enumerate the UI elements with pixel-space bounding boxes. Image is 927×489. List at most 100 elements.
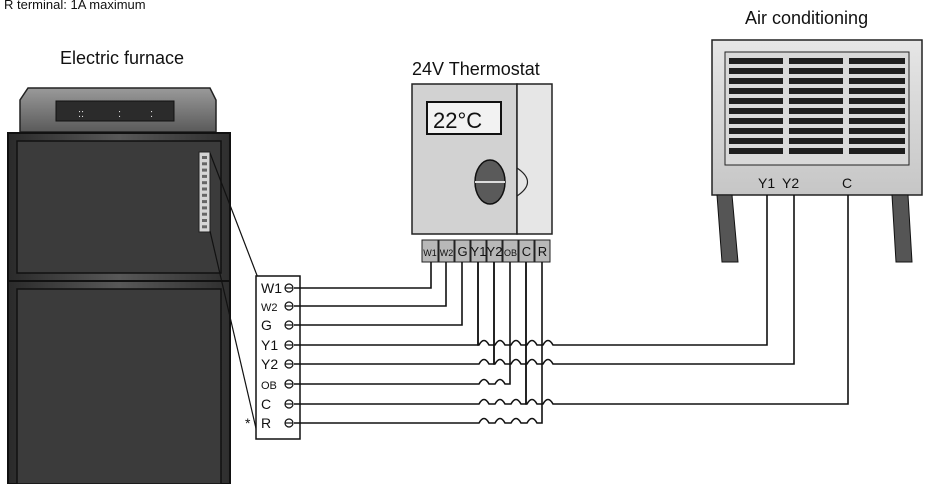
furnace-block-dot <box>202 162 207 166</box>
ac-grille-louver <box>789 88 843 94</box>
ac-grille-louver <box>729 108 783 114</box>
ac-grille-louver <box>729 88 783 94</box>
board-terminal-label: G <box>261 317 272 333</box>
ac-terminal-y2: Y2 <box>782 175 799 191</box>
thermostat-terminal-label: W1 <box>423 248 437 258</box>
furnace-block-dot <box>202 187 207 191</box>
ac-grille-louver <box>849 88 905 94</box>
wire-board-to-thermostat <box>294 262 495 365</box>
ac-grille-louver <box>729 98 783 104</box>
wire-board-to-thermostat <box>294 262 447 307</box>
thermostat-display <box>426 101 502 135</box>
ac-grille-louver <box>789 118 843 124</box>
thermostat-up-down-button[interactable] <box>474 159 506 205</box>
ac-grille-louver <box>729 138 783 144</box>
board-terminal-label: C <box>261 396 271 412</box>
furnace-vent-2: : <box>118 108 121 120</box>
wire-board-to-thermostat <box>294 262 432 289</box>
furnace-block-dot <box>202 200 207 204</box>
ac-grille-louver <box>849 118 905 124</box>
wire-thermostat-c-to-ac <box>525 195 849 405</box>
ac-grille-louver <box>789 68 843 74</box>
leader-line-bottom <box>209 230 259 438</box>
ac-grille-louver <box>729 58 783 64</box>
ac-grille-louver <box>789 148 843 154</box>
thermostat-display-value: 22°C <box>433 108 482 133</box>
ac-terminal-c: C <box>842 175 852 191</box>
thermostat-terminal-label: G <box>457 244 467 259</box>
thermostat-title: 24V Thermostat <box>412 59 540 79</box>
furnace-block-dot <box>202 168 207 172</box>
wire-thermostat-y2-to-ac <box>493 195 795 365</box>
board-terminal-label: W1 <box>261 280 282 296</box>
wire-thermostat-y1-to-ac <box>477 195 768 346</box>
furnace-vent-strip <box>55 100 175 122</box>
board-terminal-label: OB <box>261 380 277 392</box>
board-terminal-label: Y2 <box>261 356 278 372</box>
furnace-panel-upper <box>16 140 222 274</box>
thermostat-side <box>516 83 553 235</box>
furnace-vent-1: :: <box>78 108 84 120</box>
ac-terminal-y1: Y1 <box>758 175 775 191</box>
furnace-block-dot <box>202 174 207 178</box>
air-conditioner: Y1 Y2 C <box>711 39 923 263</box>
furnace-block-dot <box>202 212 207 216</box>
wire-board-to-thermostat <box>294 262 543 424</box>
board-terminal-label: W2 <box>261 302 278 314</box>
ac-grille-louver <box>789 98 843 104</box>
furnace-title: Electric furnace <box>60 48 184 68</box>
wire-board-to-thermostat <box>294 262 527 405</box>
ac-grille-louver <box>729 128 783 134</box>
thermostat-terminal-label: Y2 <box>487 244 503 259</box>
terminal-board-frame <box>255 275 301 440</box>
ac-grille-louver <box>729 78 783 84</box>
furnace-panel-lower <box>16 288 222 485</box>
ac-grille-louver <box>849 148 905 154</box>
ac-grille-louver <box>789 108 843 114</box>
thermostat-terminal <box>421 239 439 263</box>
thermostat-terminal-label: W2 <box>440 248 454 258</box>
wire-board-to-thermostat <box>294 262 511 385</box>
ac-grille-louver <box>789 138 843 144</box>
ac-leg-right <box>891 194 913 263</box>
furnace-block-dot <box>202 225 207 229</box>
furnace-terminal-block <box>198 151 211 233</box>
thermostat-terminal-label: OB <box>504 248 517 258</box>
ac-grille-louver <box>849 138 905 144</box>
ac-title: Air conditioning <box>745 8 868 28</box>
ac-grille-louver <box>789 128 843 134</box>
note-text: R terminal: 1A maximum <box>4 0 146 12</box>
thermostat-terminal-label: R <box>538 244 547 259</box>
ac-grille-louver <box>789 58 843 64</box>
ac-grille-louver <box>849 78 905 84</box>
electric-furnace: :: : : <box>7 87 231 485</box>
furnace-block-dot <box>202 206 207 210</box>
ac-leg-left <box>716 194 739 263</box>
ac-grille-louver <box>729 148 783 154</box>
ac-grille-louver <box>849 98 905 104</box>
furnace-vent-3: : <box>150 108 153 120</box>
ac-grille-louver <box>729 118 783 124</box>
ac-grille-louver <box>849 68 905 74</box>
thermostat-terminal-label: C <box>522 244 531 259</box>
asterisk-mark: * <box>245 415 251 431</box>
ac-grille-louver <box>849 108 905 114</box>
thermostat-terminal-label: Y1 <box>471 244 487 259</box>
furnace-block-dot <box>202 156 207 159</box>
thermostat-side-bulge <box>516 167 529 197</box>
furnace-block-dot <box>202 219 207 222</box>
ac-grille-louver <box>789 78 843 84</box>
wire-board-to-thermostat <box>294 262 479 346</box>
wire-board-to-thermostat <box>294 262 463 326</box>
leader-line-top <box>209 152 259 279</box>
board-terminal-label: R <box>261 415 271 431</box>
furnace-block-dot <box>202 193 207 197</box>
ac-grille-louver <box>729 68 783 74</box>
board-terminal-label: Y1 <box>261 337 278 353</box>
ac-grille-louver <box>849 58 905 64</box>
ac-grille-louver <box>849 128 905 134</box>
furnace-block-dot <box>202 181 207 185</box>
